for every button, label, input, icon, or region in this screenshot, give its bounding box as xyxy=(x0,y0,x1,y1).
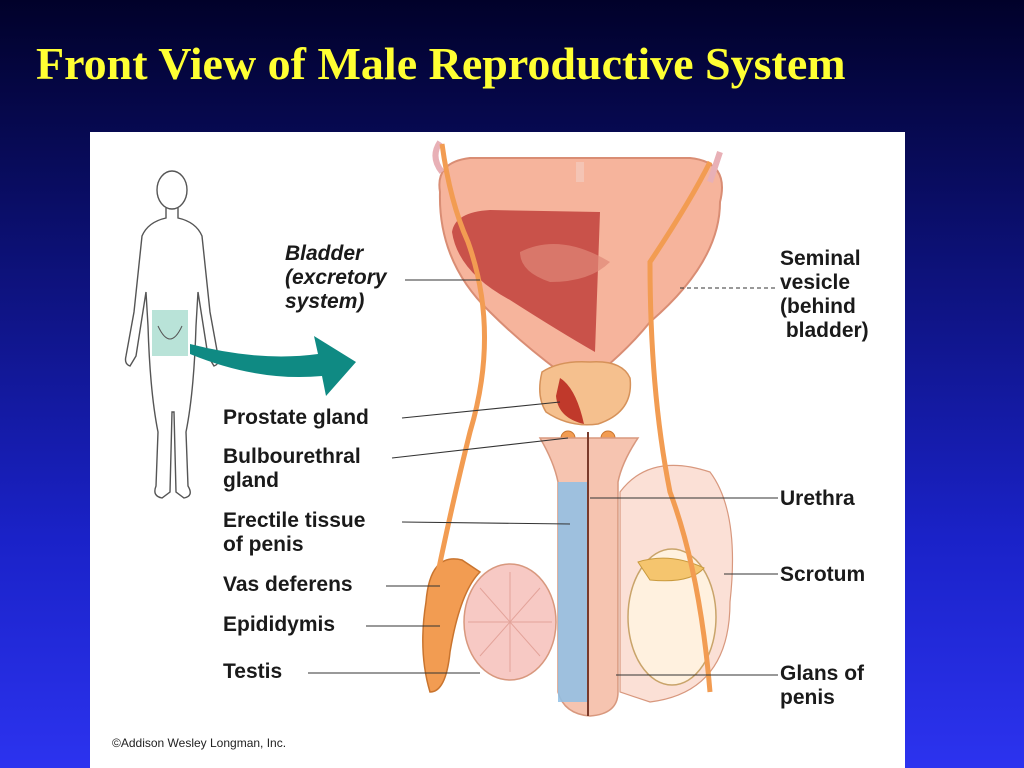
label-urethra: Urethra xyxy=(780,487,855,510)
label-epididymis: Epididymis xyxy=(223,613,336,636)
diagram-panel: Bladder (excretory system) Seminal vesic… xyxy=(90,132,905,768)
label-prostate-gland: Prostate gland xyxy=(223,406,369,429)
label-erectile-tissue: Erectile tissue of penis xyxy=(223,509,366,556)
bladder-shape xyxy=(438,157,723,374)
label-testis: Testis xyxy=(223,660,283,683)
zoom-arrow xyxy=(190,336,356,396)
vas-deferens-right xyxy=(647,160,713,693)
highlight-region xyxy=(152,310,188,356)
label-glans-of-penis: Glans of penis xyxy=(780,662,865,709)
leader-lines xyxy=(308,279,778,676)
anatomy-illustration xyxy=(124,140,778,717)
erectile-tissue xyxy=(558,482,588,702)
slide-title: Front View of Male Reproductive System xyxy=(36,38,846,89)
label-seminal-vesicle: Seminal vesicle (behind bladder) xyxy=(780,247,869,342)
label-bladder: Bladder (excretory system) xyxy=(285,242,387,313)
penis-shape xyxy=(538,432,640,717)
copyright-notice: ©Addison Wesley Longman, Inc. xyxy=(112,736,287,750)
vas-deferens-left xyxy=(429,143,487,603)
label-vas-deferens: Vas deferens xyxy=(223,573,353,596)
prostate-shape xyxy=(539,360,632,426)
label-scrotum: Scrotum xyxy=(780,563,866,586)
label-bulbourethral-gland: Bulbourethral gland xyxy=(223,445,361,492)
left-testis-group xyxy=(422,558,557,693)
